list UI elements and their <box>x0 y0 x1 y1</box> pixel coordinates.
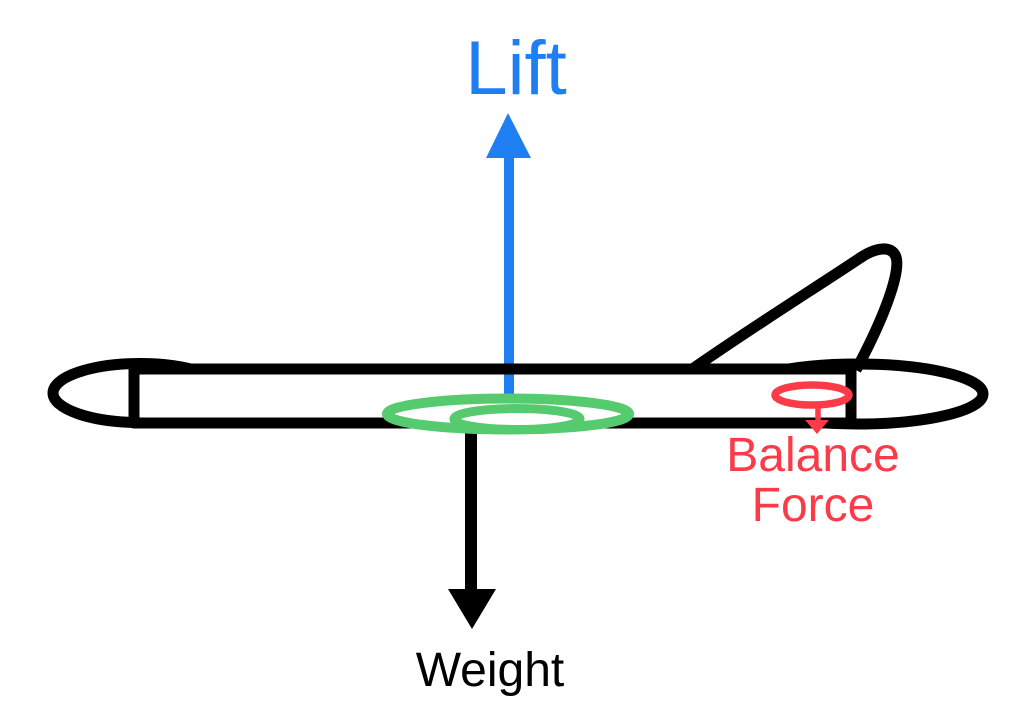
weight-arrowhead <box>448 589 496 629</box>
balance-arrowhead <box>805 420 829 434</box>
lift-arrowhead <box>486 113 531 158</box>
cg-marker <box>382 393 634 435</box>
balance-arrow <box>771 381 853 434</box>
tail-fin <box>687 243 903 375</box>
lift-label: Lift <box>465 26 567 111</box>
lift-arrow <box>486 113 531 403</box>
balance-force-label: Balance Force <box>726 431 899 531</box>
cg-ring-inner <box>449 404 585 434</box>
balance-ring <box>771 381 853 409</box>
balance-force-label-line1: Balance <box>726 429 900 482</box>
weight-label: Weight <box>415 644 565 697</box>
balance-force-label-line2: Force <box>751 479 875 532</box>
weight-arrow <box>448 422 496 629</box>
